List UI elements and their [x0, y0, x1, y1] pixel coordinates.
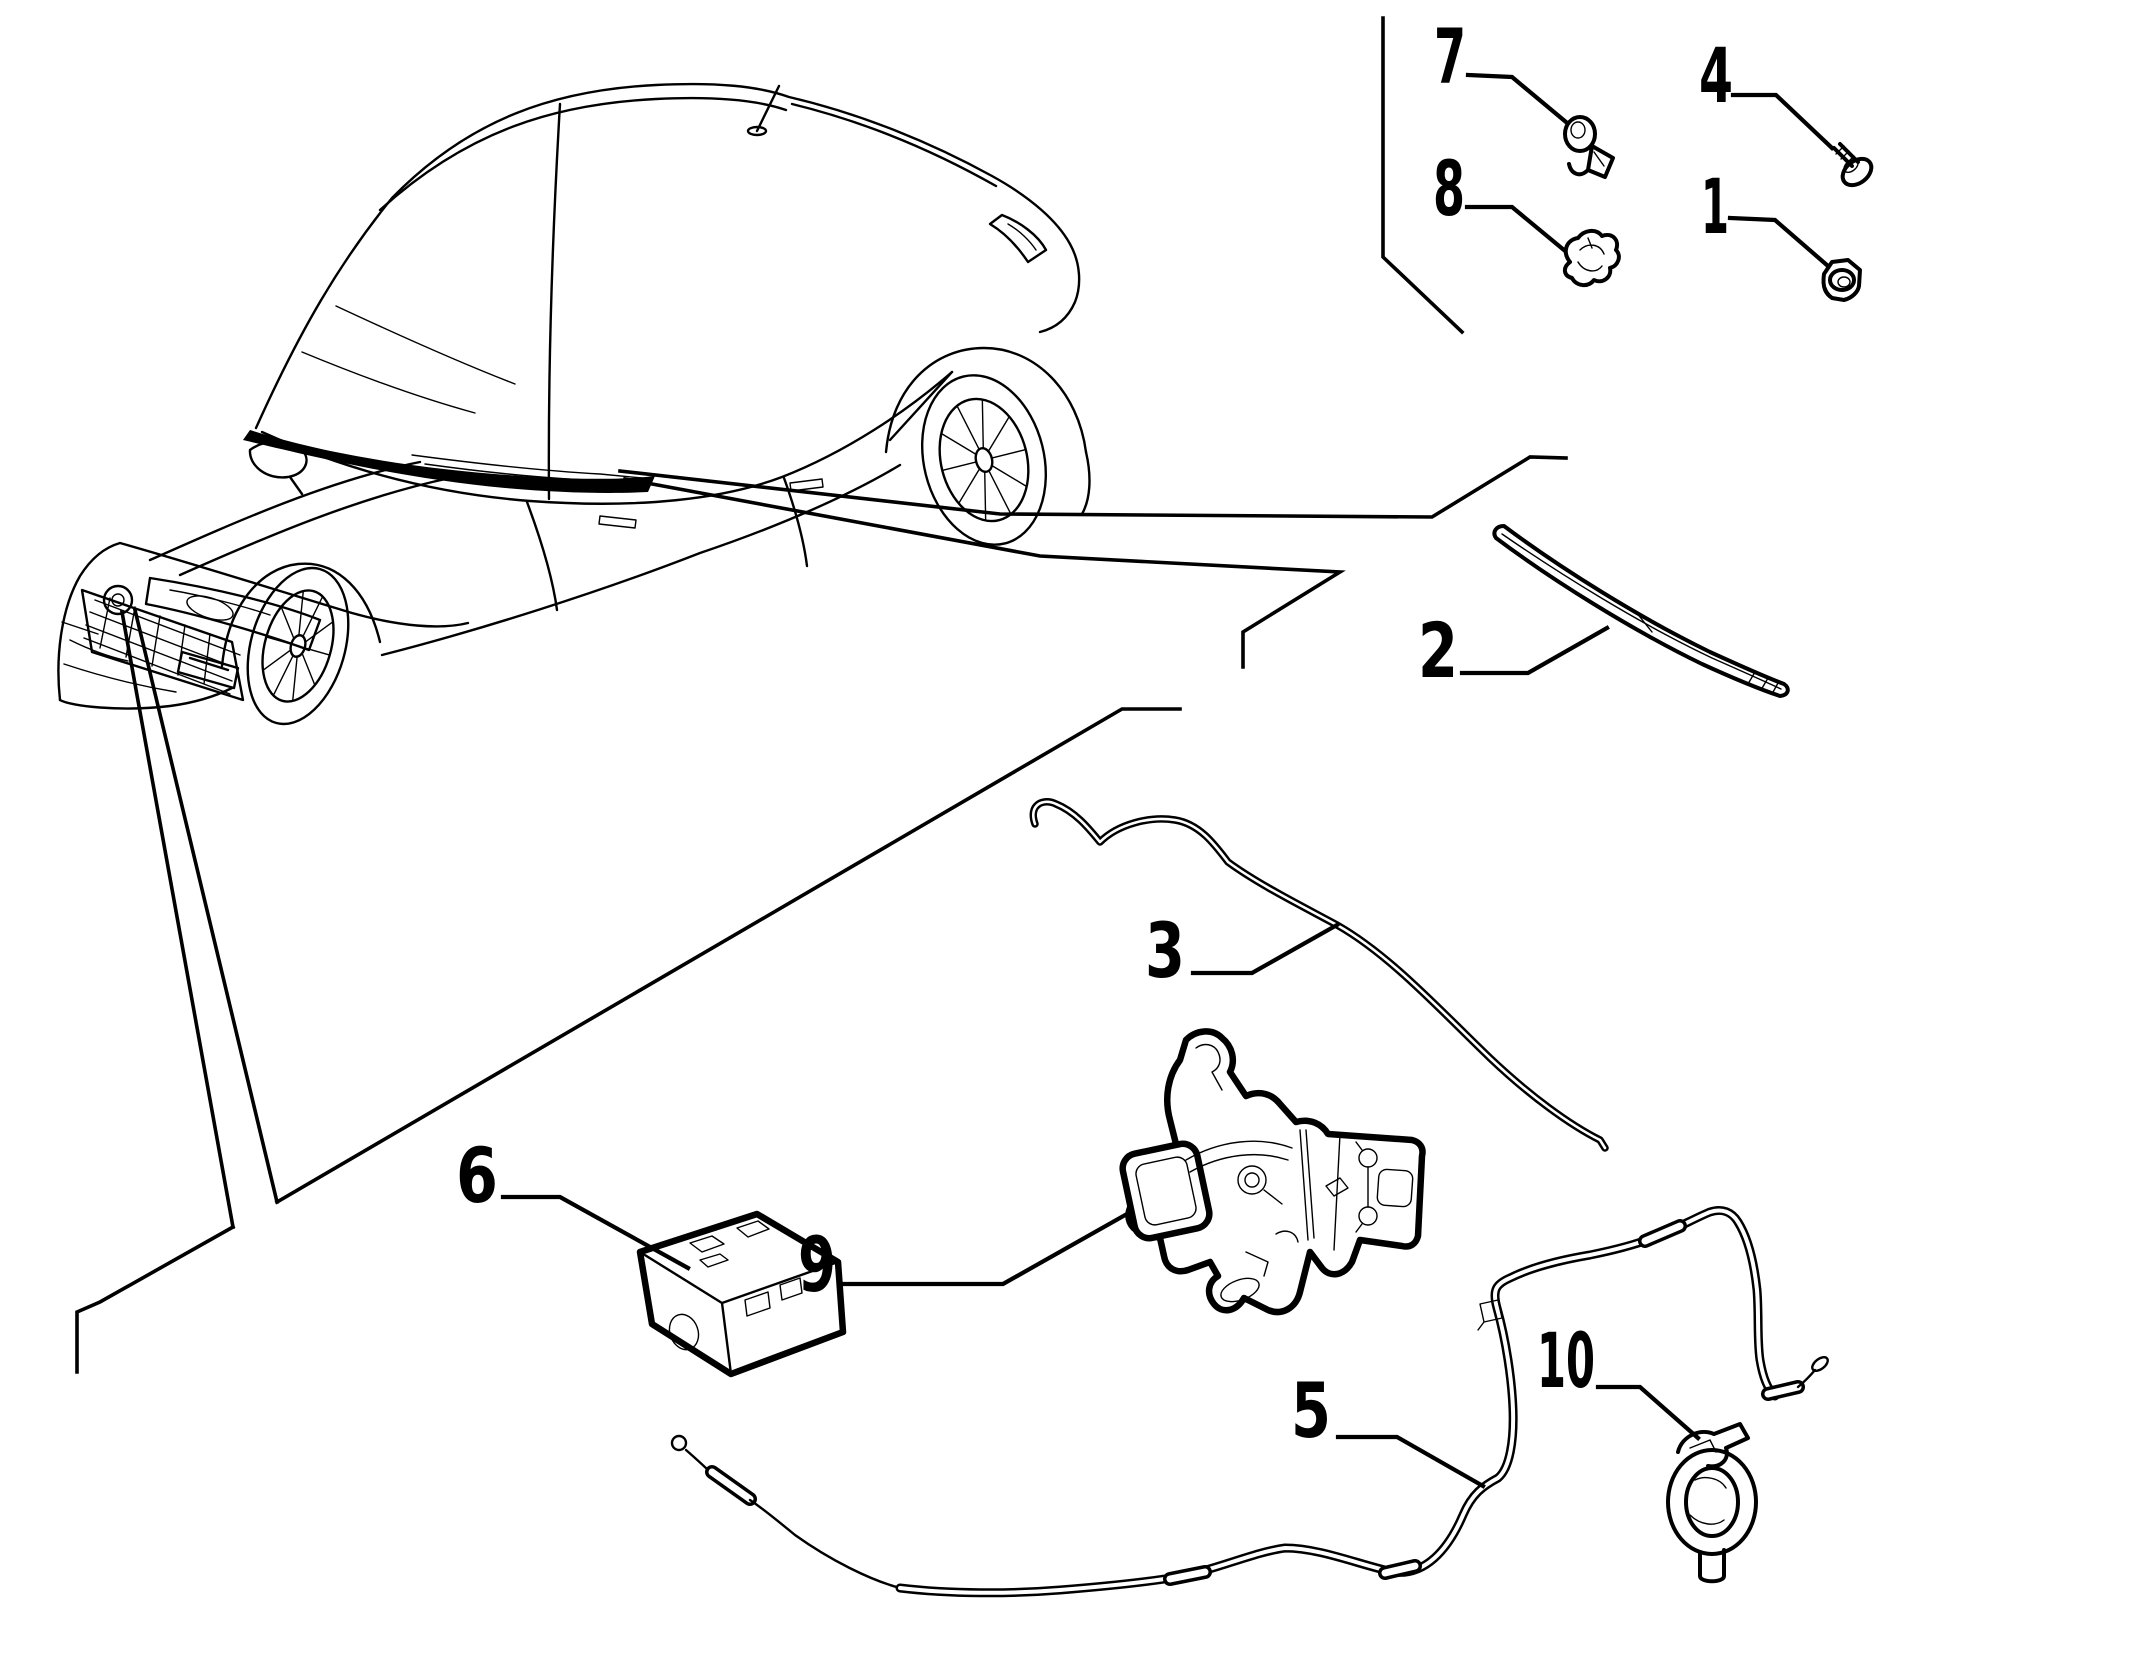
frame-lower-diagonal	[274, 707, 1182, 1205]
part-hex-nut	[1821, 258, 1862, 302]
callout-9: 9	[798, 1220, 836, 1309]
callout-2: 2	[1418, 606, 1458, 695]
frame-part2-top	[618, 455, 1568, 519]
door-seams	[525, 476, 809, 612]
bracket-tabs	[689, 1220, 770, 1268]
callout-8: 8	[1433, 144, 1465, 233]
leader-9	[840, 1211, 1130, 1287]
b-pillar	[547, 102, 562, 501]
door-handles	[598, 478, 824, 529]
badge	[102, 584, 134, 616]
latch-plate-hole	[1376, 1168, 1414, 1208]
antenna	[755, 84, 781, 133]
part-mounting-bracket	[636, 1210, 847, 1378]
leader-5	[1335, 1434, 1486, 1489]
mirror	[248, 440, 308, 496]
screw-head	[1840, 156, 1874, 188]
frame-lower-left	[75, 1224, 236, 1374]
callout-3: 3	[1145, 906, 1185, 995]
grille-mesh	[83, 597, 241, 695]
windshield-streaks	[301, 305, 516, 414]
front-wheel	[246, 566, 350, 726]
frame-part2-bottom	[622, 476, 1346, 669]
part-hood-seal-rod	[1029, 798, 1609, 1152]
bracket-slots	[744, 1277, 803, 1317]
callout-5: 5	[1291, 1366, 1331, 1455]
pointer-from-grille-b	[132, 607, 280, 1205]
grommet-stem	[1698, 1548, 1726, 1584]
part-cable-grommet	[1666, 1422, 1758, 1584]
part-cowl-trim-strip	[1492, 524, 1790, 698]
cable-end-tip	[1811, 1356, 1829, 1372]
front-wheel-arch	[220, 562, 382, 668]
part-retaining-clip	[1563, 115, 1615, 179]
beltline	[260, 370, 954, 505]
leader-7	[1465, 72, 1569, 125]
safety-hook	[1195, 1043, 1223, 1091]
leader-lines	[500, 72, 1835, 1489]
bracket-hole	[668, 1313, 700, 1351]
headlight	[144, 576, 322, 652]
wipers	[411, 454, 643, 485]
car-illustration	[57, 82, 1091, 726]
callout-7: 7	[1434, 12, 1466, 101]
hood-creases	[148, 460, 452, 577]
part-cable-clip	[1563, 229, 1621, 287]
leader-4	[1730, 92, 1835, 151]
cowl-band	[243, 430, 655, 493]
pointer-from-grille-a	[119, 609, 236, 1230]
leader-2	[1459, 625, 1610, 676]
taillight	[988, 213, 1048, 264]
part-hood-latch-assembly	[1119, 1028, 1426, 1316]
callout-numbers: 7 8 4 1 2 3 6 9 5 10	[456, 12, 1733, 1455]
cable-inner-wire	[748, 1498, 902, 1590]
leader-3	[1190, 922, 1340, 976]
callout-10: 10	[1537, 1316, 1595, 1405]
rear-wheel-arch	[884, 346, 1088, 454]
release-lever-pad	[1119, 1140, 1213, 1242]
grommet-clip	[1676, 1422, 1750, 1469]
callout-1: 1	[1701, 162, 1729, 251]
cable-retainer-clip	[1477, 1299, 1503, 1331]
frame-hardware-group	[1381, 16, 1465, 335]
callout-6: 6	[456, 1131, 498, 1220]
fog-light	[176, 650, 240, 690]
cable-eyelet	[670, 1434, 688, 1452]
rear-wheel	[920, 374, 1048, 546]
callout-4: 4	[1699, 31, 1733, 120]
leader-10	[1595, 1384, 1701, 1441]
leader-1	[1727, 215, 1831, 269]
part-flange-screw	[1832, 142, 1874, 188]
part-release-cable	[670, 1205, 1829, 1598]
leader-8	[1464, 204, 1567, 253]
leader-6	[500, 1194, 691, 1271]
section-frame-lines	[75, 16, 1568, 1374]
latch-spring	[1237, 1165, 1267, 1195]
